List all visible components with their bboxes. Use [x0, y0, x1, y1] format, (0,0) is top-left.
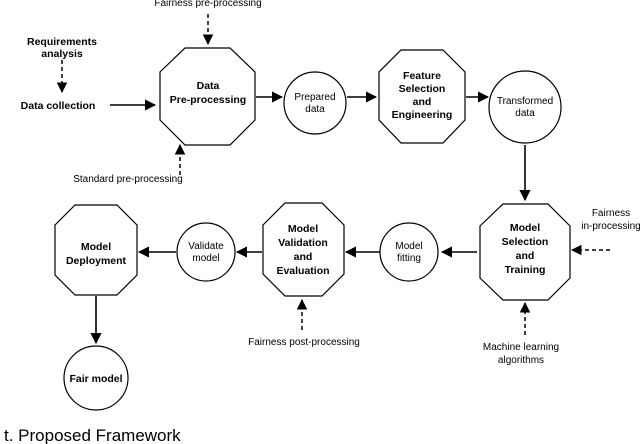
node-model-fitting [379, 222, 439, 282]
node-prepared-data [283, 71, 347, 135]
node-data-preprocessing [159, 47, 256, 146]
label-fairness-pre: Fairness pre-processing [154, 0, 261, 9]
node-feature-selection [378, 49, 466, 144]
node-fair-model [63, 345, 129, 411]
node-model-deployment [54, 204, 138, 296]
label-fairness-post: Fairness post-processing [248, 337, 360, 348]
edges [56, 14, 610, 345]
node-validate-model [176, 222, 236, 282]
shapes [54, 47, 571, 411]
label-standard-pre: Standard pre-processing [73, 174, 183, 185]
label-fair-model: Fair model [69, 373, 122, 385]
label-data-collection: Data collection [21, 100, 96, 112]
node-model-validation [262, 202, 345, 297]
figure-caption: t. Proposed Framework [4, 426, 181, 444]
node-transformed-data [488, 70, 562, 144]
node-model-selection [479, 203, 571, 301]
